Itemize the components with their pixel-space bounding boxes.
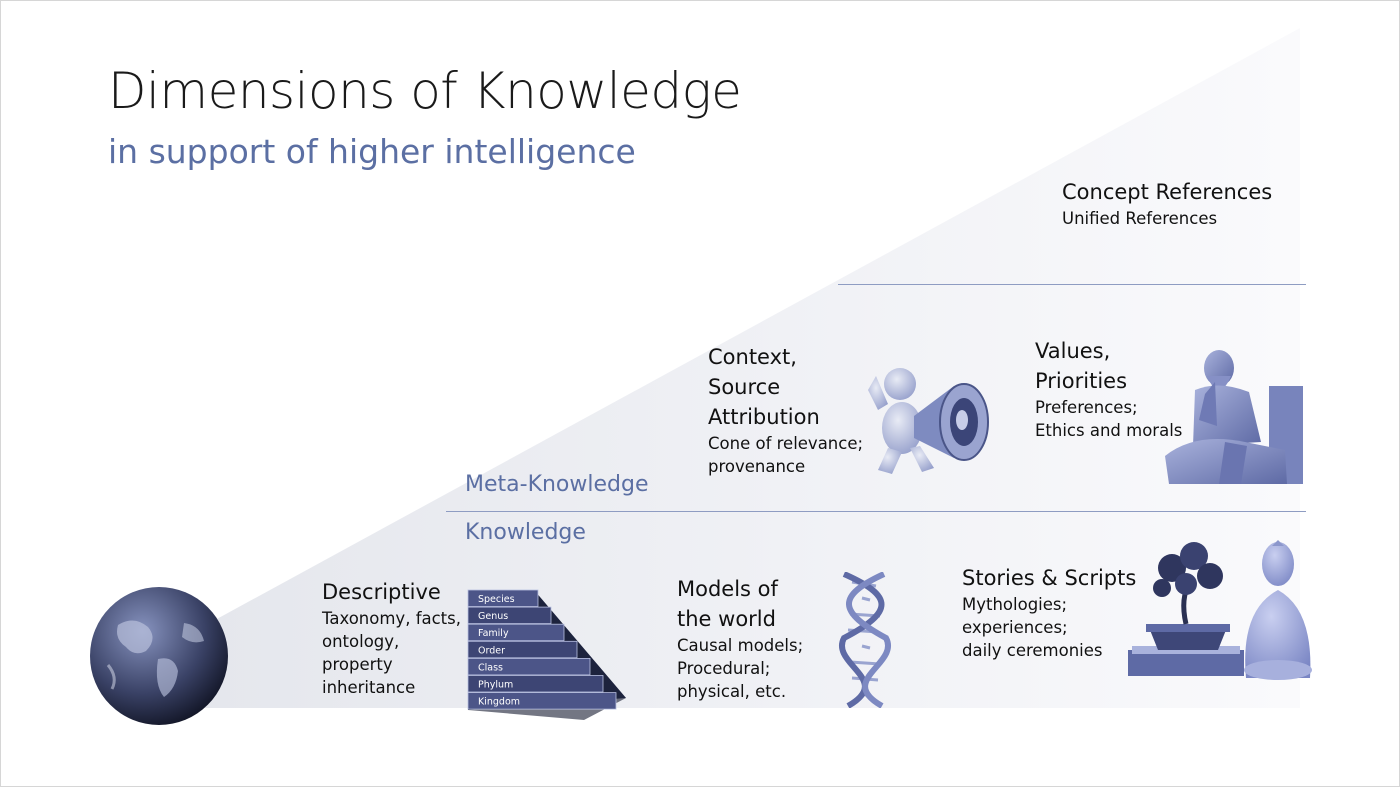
context-heading-line-2: Source [708,375,781,399]
context-block: Context, Source Attribution Cone of rele… [708,342,863,478]
stories-body-line-3: daily ceremonies [962,641,1103,660]
pyramid-level-species [467,589,539,607]
pyramid-label-phylum: Phylum [478,680,513,691]
meta-knowledge-label: Meta-Knowledge [465,472,649,497]
concept-references-body: Unified References [1062,209,1218,228]
context-body-line-1: Cone of relevance; [708,434,864,453]
descriptive-block: Descriptive Taxonomy, facts, ontology, p… [322,577,461,699]
dna-helix-icon [839,572,891,708]
context-body-line-2: provenance [708,457,806,476]
pyramid-level-kingdom [467,692,617,710]
pyramid-level-genus [467,606,552,625]
context-heading-line-1: Context, [708,345,797,369]
pyramid-label-kingdom: Kingdom [478,697,520,708]
context-heading-line-3: Attribution [708,405,820,429]
values-heading-line-2: Priorities [1035,369,1128,393]
models-body-line-3: physical, etc. [677,682,787,701]
values-heading-line-1: Values, [1035,339,1111,363]
models-block: Models of the world Causal models; Proce… [677,574,803,703]
layer-divider [446,511,1306,512]
knowledge-label: Knowledge [465,520,586,545]
megaphone-figure-icon [868,368,989,474]
stories-heading: Stories & Scripts [962,566,1137,590]
descriptive-body-line-1: Taxonomy, facts, [322,609,461,628]
pyramid-level-class [467,658,591,676]
pyramid-label-family: Family [478,628,509,639]
page-subtitle: in support of higher intelligence [108,132,636,171]
pyramid-label-species: Species [478,594,515,605]
pyramid-level-phylum [467,675,604,693]
models-body-line-1: Causal models; [677,636,804,655]
values-block: Values, Priorities Preferences; Ethics a… [1035,336,1182,442]
models-heading-line-2: the world [677,607,776,631]
stories-body-line-1: Mythologies; [962,595,1068,614]
page-title: Dimensions of Knowledge [108,62,742,120]
values-body-line-2: Ethics and morals [1035,421,1183,440]
concept-references-heading: Concept References [1062,180,1273,204]
values-body-line-1: Preferences; [1035,398,1138,417]
pyramid-label-genus: Genus [478,611,508,622]
pyramid-label-class: Class [478,662,503,673]
descriptive-body-line-3: property [322,655,393,674]
pyramid-level-family [467,623,565,642]
descriptive-body-line-2: ontology, [322,632,400,651]
stories-block: Stories & Scripts Mythologies; experienc… [962,563,1136,662]
earth-globe-icon [90,587,228,725]
concept-divider [838,284,1306,285]
models-body-line-2: Procedural; [677,659,771,678]
descriptive-heading: Descriptive [322,580,441,604]
taxonomy-pyramid-icon: SpeciesGenusFamilyOrderClassPhylumKingdo… [467,589,626,720]
bonsai-buddha-icon [1128,540,1312,680]
descriptive-body-line-4: inheritance [322,678,416,697]
thinker-statue-icon [1165,350,1303,484]
pyramid-label-order: Order [478,645,505,656]
models-heading-line-1: Models of [677,577,778,601]
pyramid-level-order [467,640,578,659]
stories-body-line-2: experiences; [962,618,1068,637]
